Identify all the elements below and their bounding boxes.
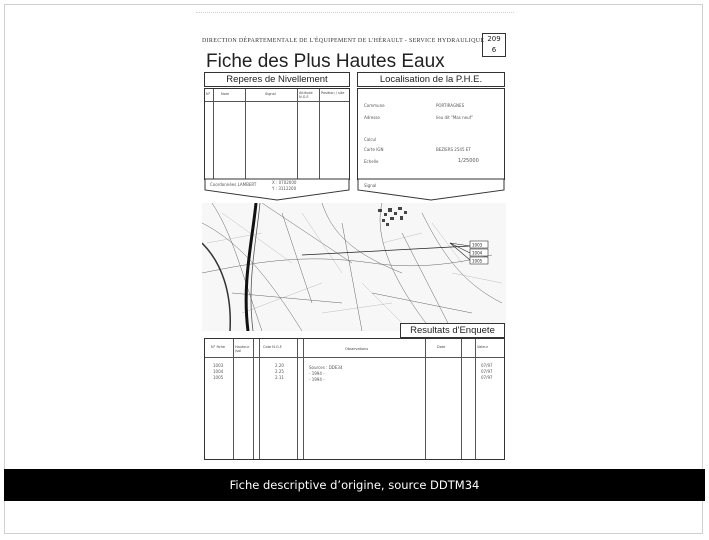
- loc-label: Commune: [364, 103, 385, 108]
- reperes-header: Position / site: [321, 91, 345, 95]
- enquete-header: Cote N.G.F.: [263, 345, 283, 349]
- enquete-num: 1004: [213, 369, 224, 374]
- enquete-date: 07/97: [481, 363, 493, 368]
- enquete-header: Valeur: [477, 345, 489, 349]
- loc-label: Echelle: [364, 159, 379, 164]
- enquete-cote: 2.11: [275, 375, 284, 380]
- reperes-table: N° Nom Signal Altitude N.G.F. Position /…: [204, 88, 350, 180]
- enquete-obs: Sources : DDE34: [309, 365, 343, 370]
- document-scan: DIRECTION DÉPARTEMENTALE DE L'ÉQUIPEMENT…: [192, 8, 518, 460]
- sheet-number: 209: [487, 35, 501, 43]
- coordinates-chevron: [204, 178, 350, 201]
- coord-label: Coordonnées LAMBERT: [210, 182, 257, 187]
- map-label: 1003: [472, 243, 483, 248]
- enquete-num: 1003: [213, 363, 224, 368]
- sheet-number-box: 209 6: [482, 33, 506, 57]
- loc-label: Calcul: [364, 137, 377, 142]
- map-label: 1004: [472, 251, 483, 256]
- enquete-header: Date: [437, 345, 446, 349]
- loc-value: BEZIERS 2545 ET: [436, 147, 471, 152]
- reperes-header: Nom: [221, 92, 230, 96]
- loc-value: PORTIRAGNES: [436, 103, 465, 108]
- loc-label: Carte IGN: [364, 147, 384, 152]
- image-frame: [4, 4, 703, 534]
- reperes-header: Signal: [265, 92, 276, 96]
- department-line: DIRECTION DÉPARTEMENTALE DE L'ÉQUIPEMENT…: [202, 38, 485, 44]
- signal-chevron: [357, 178, 505, 201]
- sheet-sub-number: 6: [491, 46, 497, 54]
- resultats-title: Resultats d'Enquete: [400, 323, 505, 338]
- reperes-title: Reperes de Nivellement: [204, 72, 350, 87]
- loc-value: 1/25000: [458, 158, 479, 164]
- coord-x: X : 0702000: [272, 180, 297, 185]
- enquete-cote: 2.20: [275, 363, 284, 368]
- map-label: 1005: [472, 259, 483, 264]
- image-caption: Fiche descriptive d’origine, source DDTM…: [4, 469, 705, 501]
- header-dotted-line: [196, 12, 514, 19]
- coord-y: Y : 3112200: [272, 186, 297, 191]
- enquete-date: 07/97: [481, 375, 493, 380]
- enquete-table: N° fiche Hauteur /sol Cote N.G.F. Observ…: [204, 338, 505, 460]
- localisation-box: Commune PORTIRAGNES Adresse lieu dit "Ma…: [357, 88, 505, 180]
- loc-value: lieu dit "Mas neuf": [436, 115, 473, 120]
- enquete-header: Hauteur /sol: [235, 345, 250, 353]
- document-title: Fiche des Plus Hautes Eaux: [206, 51, 445, 72]
- enquete-cote: 2.25: [275, 369, 284, 374]
- enquete-obs: - 1994 -: [309, 371, 325, 376]
- location-map: 1003 1004 1005: [202, 203, 506, 331]
- enquete-header: N° fiche: [211, 345, 225, 349]
- enquete-date: 07/97: [481, 369, 493, 374]
- reperes-header: Altitude N.G.F.: [299, 91, 313, 99]
- enquete-obs: - 1994 -: [309, 377, 325, 382]
- signal-label: Signal: [364, 183, 377, 188]
- enquete-header: Observations: [345, 347, 369, 351]
- enquete-num: 1005: [213, 375, 224, 380]
- localisation-title: Localisation de la P.H.E.: [357, 72, 505, 87]
- reperes-header: N°: [206, 92, 211, 96]
- loc-label: Adresse: [364, 115, 380, 120]
